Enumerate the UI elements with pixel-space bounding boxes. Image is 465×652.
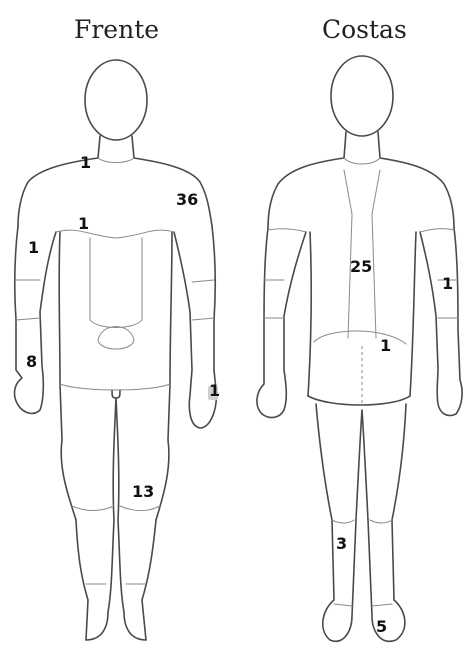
back-lower-back-count: 1 [380,336,391,355]
front-left-upper-arm-count: 1 [28,238,39,257]
front-neck-count: 1 [80,153,91,172]
front-knee-count: 13 [132,482,154,501]
back-body-figure [257,56,462,641]
front-body-figure [15,60,217,640]
front-left-hand-count: 8 [26,352,37,371]
front-right-shoulder-count: 36 [176,190,198,209]
front-view-title: Frente [74,15,159,44]
back-arm-count: 1 [442,274,453,293]
front-right-hand-count: 1 [209,381,220,400]
back-upper-back-count: 25 [350,257,372,276]
back-view-title: Costas [322,15,407,44]
back-calf-count: 3 [336,534,347,553]
back-foot-count: 5 [376,617,387,636]
front-chest-count: 1 [78,214,89,233]
